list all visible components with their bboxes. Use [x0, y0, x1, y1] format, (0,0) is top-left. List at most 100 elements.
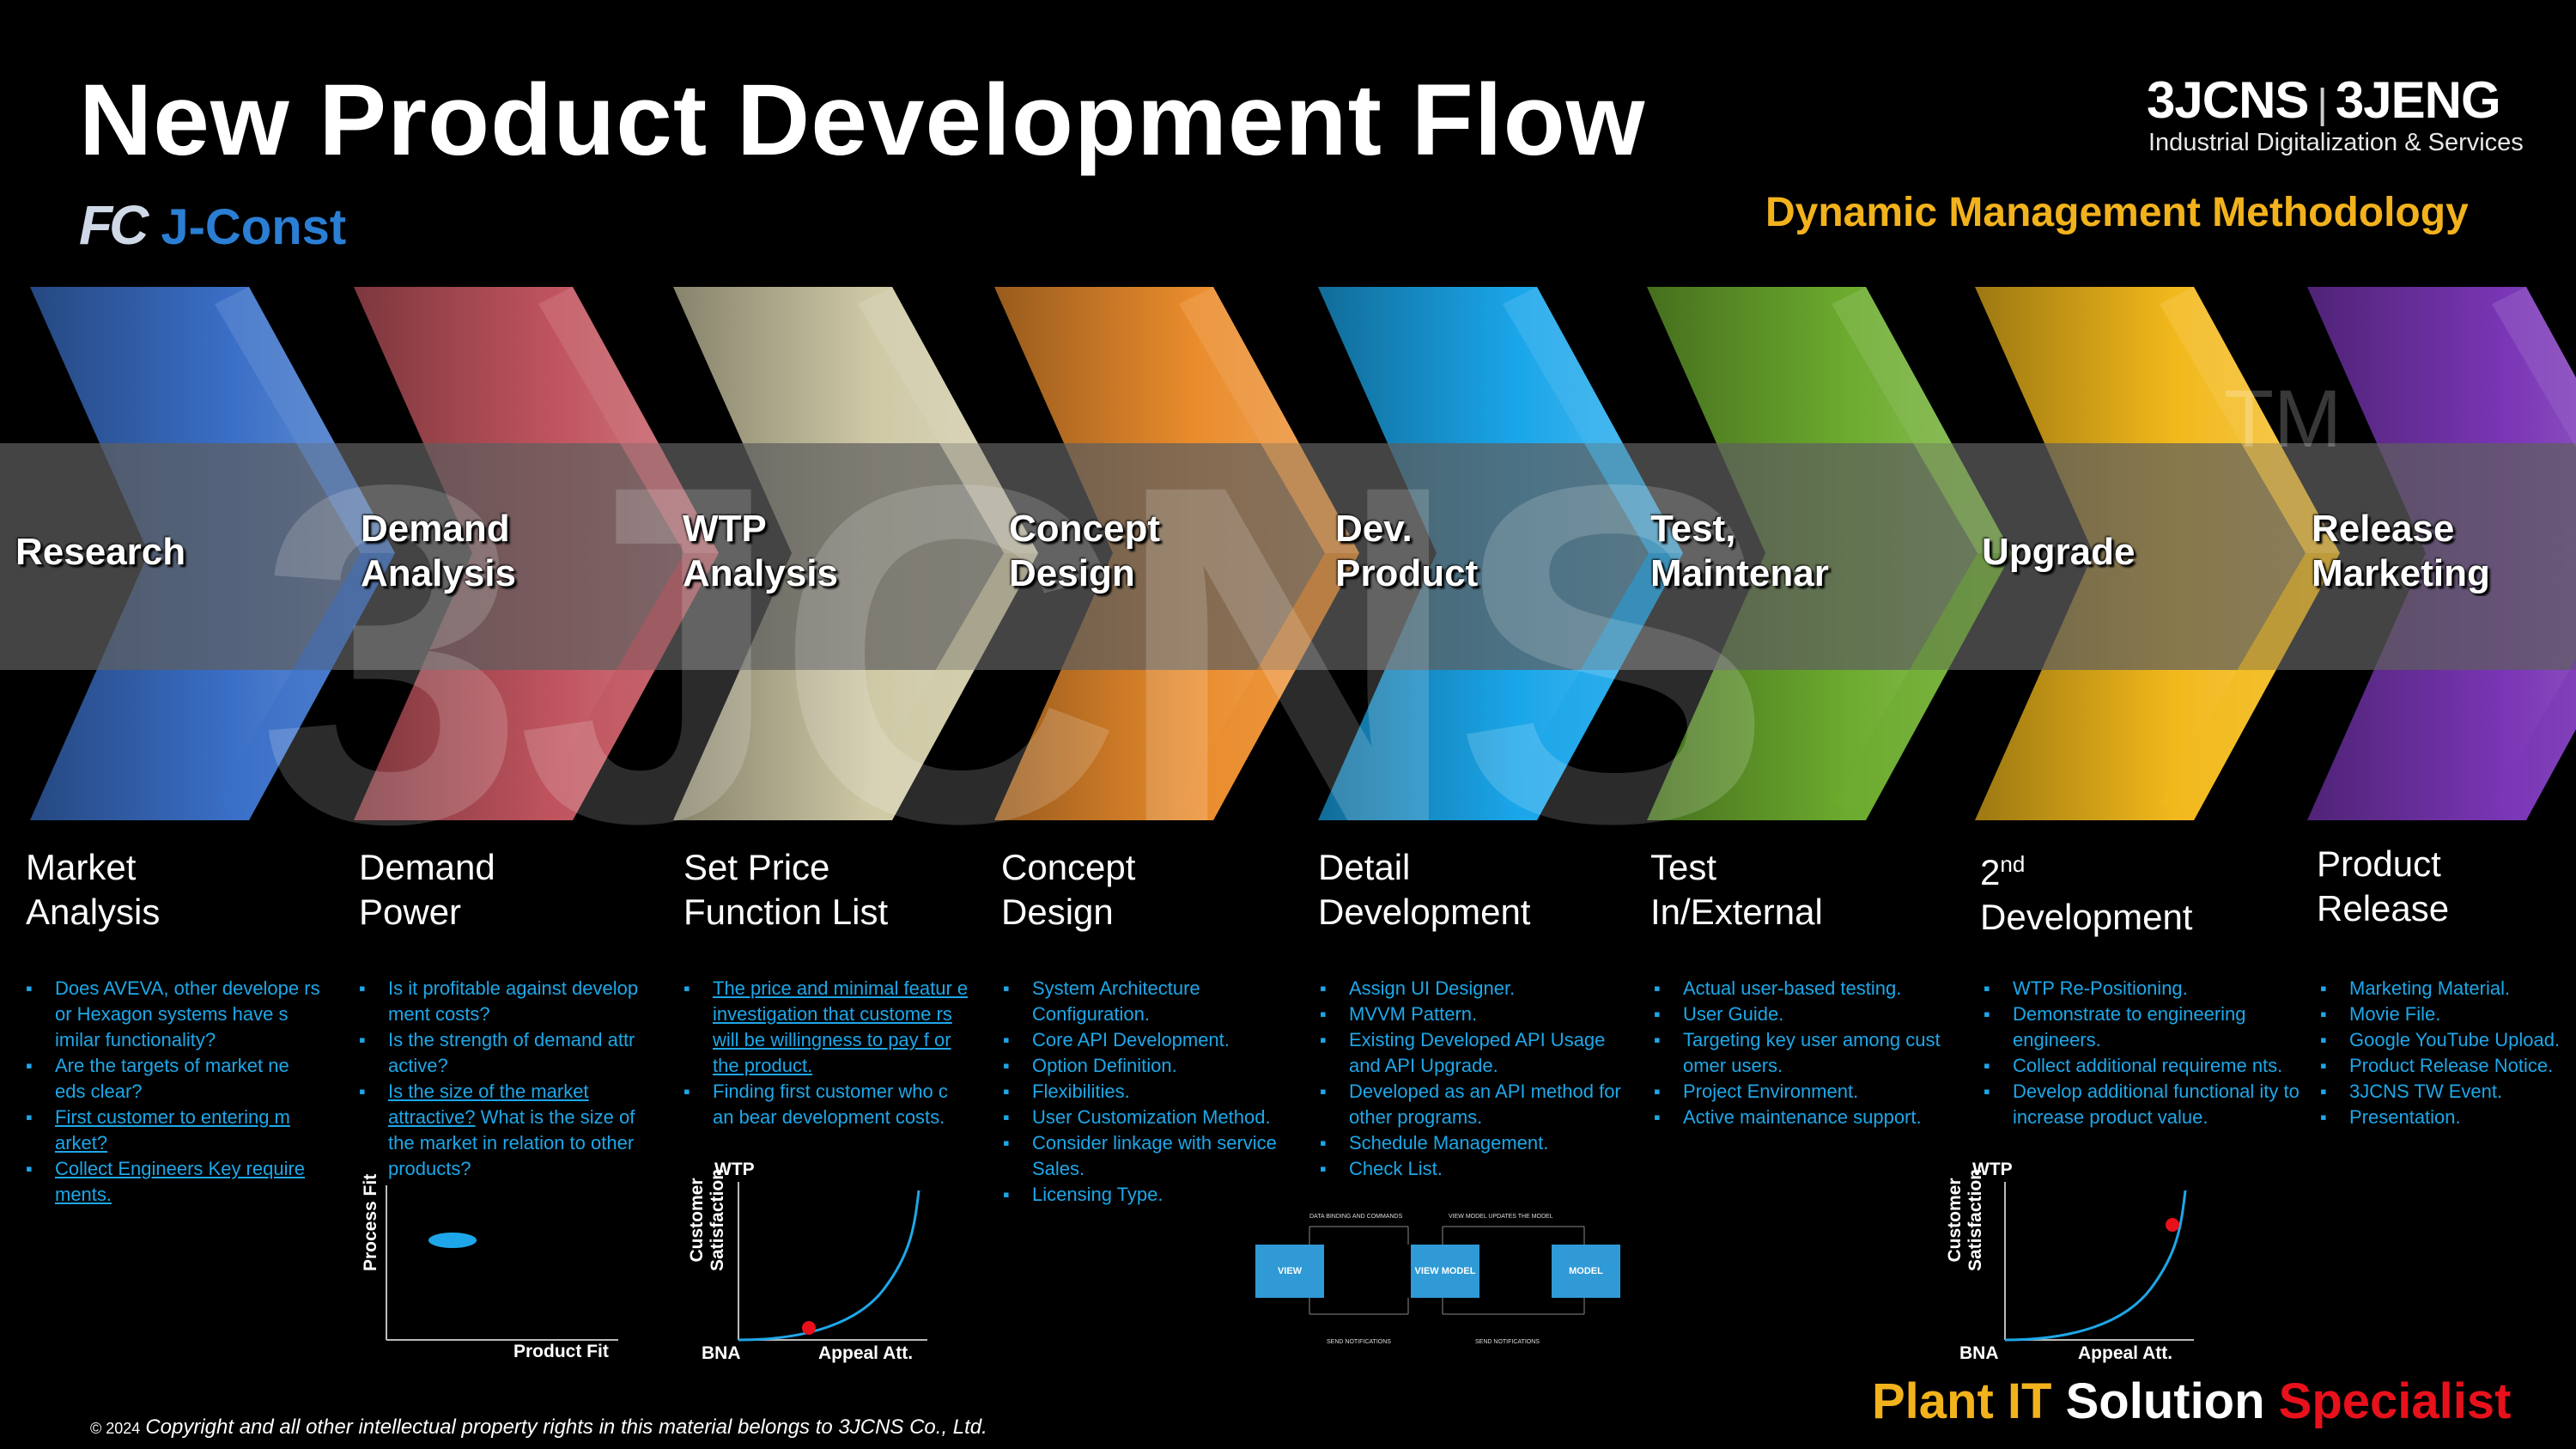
sub-line: Function List	[683, 892, 889, 932]
chevron-highlight-2	[538, 287, 719, 553]
sub-line: Concept	[1001, 847, 1136, 887]
stage-label-line: Analysis	[361, 552, 516, 594]
chevron-highlight-3	[858, 287, 1038, 553]
fc-mark: FC	[79, 194, 149, 256]
sub-line: 2nd	[1980, 842, 2192, 895]
bullet-item: User Customization Method.	[1001, 1105, 1319, 1130]
chevron-shade-3	[858, 553, 1038, 820]
bullet-item: Targeting key user among cust omer users…	[1652, 1027, 1970, 1079]
brand-separator: |	[2317, 82, 2328, 127]
sub-ordinal: 2	[1980, 852, 2001, 892]
wtp2-origin-label: BNA	[1959, 1343, 1999, 1363]
chevron-shade-7	[2160, 553, 2340, 820]
sub-line: Development	[1318, 892, 1531, 932]
stage-label-line: Test,	[1650, 508, 1736, 550]
mvvm-note: VIEW MODEL UPDATES THE MODEL	[1449, 1214, 1553, 1220]
bullets-test: Actual user-based testing. User Guide. T…	[1652, 976, 1970, 1130]
bullet-item: MVVM Pattern.	[1318, 1002, 1636, 1027]
mvvm-note: DATA BINDING AND COMMANDS	[1309, 1214, 1403, 1220]
stage-label-line: Analysis	[683, 552, 838, 594]
sub-line: Analysis	[26, 892, 161, 932]
stage-label-release: Release Marketing	[2312, 507, 2519, 596]
sub-line: Development	[1980, 897, 2193, 937]
bullet-item: Marketing Material.	[2318, 976, 2576, 1002]
sub-line: Market	[26, 847, 137, 887]
bullet-item: Collect additional requireme nts.	[1982, 1053, 2301, 1079]
bullet-item: Presentation.	[2318, 1105, 2576, 1130]
bullet-item: WTP Re-Positioning.	[1982, 976, 2301, 1002]
process-fit-xlabel: Product Fit	[513, 1342, 609, 1361]
copyright-year: © 2024	[90, 1420, 141, 1437]
chevron-highlight-4	[1179, 287, 1359, 553]
mvvm-note: SEND NOTIFICATIONS	[1327, 1339, 1391, 1345]
sub-line: Demand	[359, 847, 495, 887]
bullet-item: Is it profitable against develop ment co…	[357, 976, 658, 1027]
bullet-link[interactable]: First customer to entering m arket?	[24, 1105, 320, 1156]
bullet-item: Is the size of the market attractive? Wh…	[357, 1079, 658, 1182]
bullet-item: Flexibilities.	[1001, 1079, 1319, 1105]
bullet-item: Develop additional functional ity to inc…	[1982, 1079, 2301, 1130]
fit-point	[428, 1233, 477, 1248]
mvvm-arrows	[1309, 1226, 1585, 1315]
mvvm-viewmodel-box: VIEW MODEL	[1411, 1245, 1479, 1298]
chevron-shade-8	[2492, 659, 2576, 820]
stage-label-line: Demand	[361, 508, 510, 550]
ylabel-line: Satisfaction	[1965, 1168, 1985, 1271]
bullet-item: Licensing Type.	[1001, 1182, 1319, 1208]
bullet-item: Product Release Notice.	[2318, 1053, 2576, 1079]
bullet-item: Consider linkage with service Sales.	[1001, 1130, 1319, 1182]
wtp-curve-chart-1	[738, 1182, 927, 1342]
bullet-item: User Guide.	[1652, 1002, 1970, 1027]
bullet-item: Does AVEVA, other develope rs or Hexagon…	[24, 976, 320, 1053]
tagline-part-1: Plant IT	[1872, 1373, 2052, 1429]
mvvm-view-box: VIEW	[1255, 1245, 1324, 1298]
bullet-item: Core API Development.	[1001, 1027, 1319, 1053]
stage-label-concept: Concept Design	[1009, 507, 1160, 596]
brand-logo: 3JCNS|3JENG	[2147, 70, 2501, 130]
stage-label-dev: Dev. Product	[1335, 507, 1478, 596]
bullet-link[interactable]: Is the size of the market attractive?	[388, 1081, 589, 1128]
tagline-part-2: Solution	[2065, 1373, 2265, 1429]
stage-label-test: Test, Maintenar	[1650, 507, 1856, 596]
bullet-item: Are the targets of market ne eds clear?	[24, 1053, 320, 1105]
bullets-research: Does AVEVA, other develope rs or Hexagon…	[24, 976, 320, 1208]
mvvm-note: SEND NOTIFICATIONS	[1475, 1339, 1540, 1345]
bullet-item: Project Environment.	[1652, 1079, 1970, 1105]
stage-label-upgrade: Upgrade	[1982, 530, 2135, 575]
wtp-point	[802, 1321, 816, 1335]
bullet-item: Assign UI Designer.	[1318, 976, 1636, 1002]
brand-right: 3JENG	[2335, 71, 2501, 129]
stage-label-line: Upgrade	[1982, 531, 2136, 573]
chevron-shade-6	[1832, 553, 2012, 820]
chevron-highlight-7	[2160, 287, 2340, 553]
chevron-highlight-8	[2492, 287, 2576, 448]
chevron-shade-5	[1503, 553, 1683, 820]
wtp2-top-label: WTP	[1972, 1160, 2013, 1179]
copyright-text: Copyright and all other intellectual pro…	[145, 1416, 987, 1439]
bullet-text: What is the size of the market in relati…	[388, 1106, 635, 1179]
watermark-tm: TM	[2224, 374, 2342, 465]
methodology-title: Dynamic Management Methodology	[1765, 190, 2469, 235]
bullet-link[interactable]: The price and minimal featur e investiga…	[682, 976, 974, 1079]
brand-subtitle: Industrial Digitalization & Services	[2148, 129, 2524, 156]
sub-ordinal-suffix: nd	[2000, 851, 2026, 877]
stage-label-line: Design	[1009, 552, 1135, 594]
ylabel-line: Customer	[1945, 1178, 1965, 1263]
bullet-item: 3JCNS TW Event.	[2318, 1079, 2576, 1105]
sub-line: In/External	[1650, 892, 1823, 932]
wtp1-origin-label: BNA	[702, 1343, 741, 1363]
bullet-item: Developed as an API method for other pro…	[1318, 1079, 1636, 1130]
chevron-shade-1	[215, 553, 395, 820]
chevron-highlight-6	[1832, 287, 2012, 553]
bullet-item: Is the strength of demand attr active?	[357, 1027, 658, 1079]
bullet-item: Active maintenance support.	[1652, 1105, 1970, 1130]
wtp2-xlabel: Appeal Att.	[2078, 1343, 2173, 1363]
bullet-link[interactable]: Collect Engineers Key require ments.	[24, 1156, 320, 1208]
ylabel-line: Satisfaction	[708, 1168, 727, 1271]
sub-line: Detail	[1318, 847, 1411, 887]
stage-label-line: Maintenar	[1650, 552, 1829, 594]
